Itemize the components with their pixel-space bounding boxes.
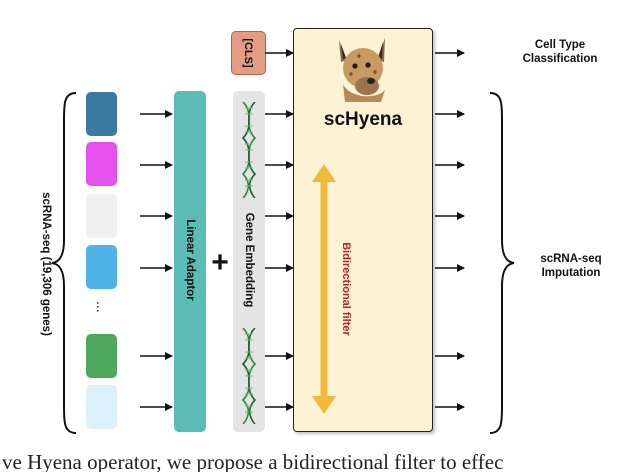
gene-box-4 <box>86 245 117 289</box>
embedding-arrows <box>265 49 294 411</box>
cls-token-label: [CLS] <box>242 38 254 68</box>
output-cell-type-label: Cell Type Classification <box>522 39 598 65</box>
output-imputation-label: scRNA-seq Imputation <box>540 253 602 279</box>
input-arrows <box>140 110 173 411</box>
gene-box-5 <box>86 334 117 378</box>
bidirectional-arrow-icon <box>312 164 336 414</box>
hyena-icon <box>339 38 385 102</box>
schyena-block <box>293 28 433 432</box>
output-arrows <box>435 49 465 411</box>
gene-ellipsis: ... <box>94 301 110 313</box>
filter-label: Bidirectional filter <box>340 242 352 336</box>
gene-embedding-label: Gene Embedding <box>243 212 255 308</box>
caption-fragment: ve Hyena operator, we propose a bidirect… <box>2 450 504 472</box>
gene-box-3 <box>86 194 117 238</box>
linear-adaptor-label: Linear Adaptor <box>184 219 196 301</box>
gene-box-2 <box>86 142 117 186</box>
gene-box-6 <box>86 385 117 429</box>
input-brace <box>51 92 77 434</box>
input-label: scRNA-seq (19,306 genes) <box>40 192 52 336</box>
dna-helix-icon <box>241 328 257 424</box>
dna-helix-icon <box>241 102 257 198</box>
linear-adaptor-block <box>174 91 206 432</box>
model-title: scHyena <box>323 109 403 130</box>
gene-box-1 <box>86 92 117 136</box>
output-brace <box>489 92 515 434</box>
plus-sign: + <box>211 246 229 279</box>
